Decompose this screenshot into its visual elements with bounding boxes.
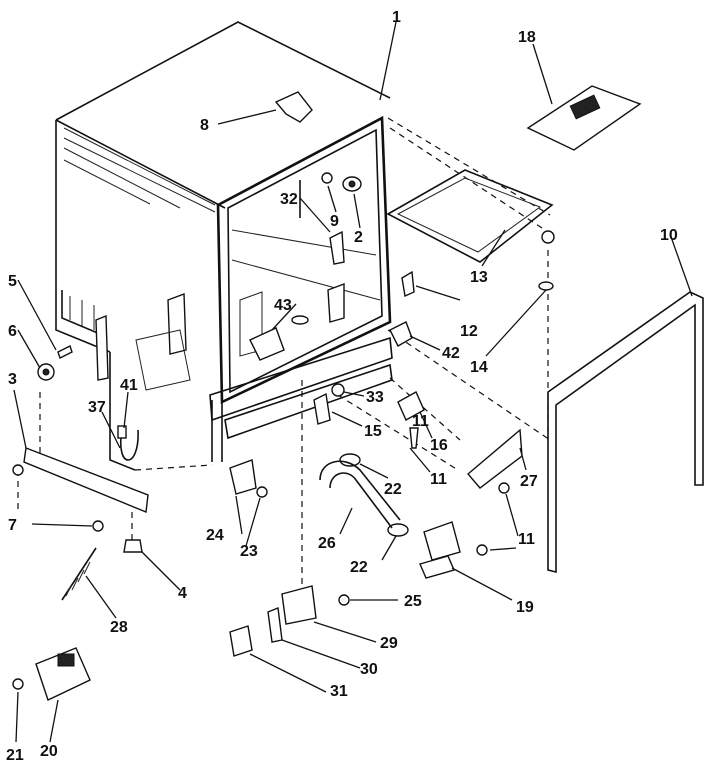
part-label-11b: 11 [518, 531, 535, 548]
part-label-11c: 11 [412, 413, 429, 430]
part-label-37: 37 [88, 399, 106, 416]
part-label-25: 25 [404, 593, 422, 610]
part-label-8: 8 [200, 117, 209, 134]
part-label-1: 1 [392, 9, 401, 26]
part-label-11a: 11 [430, 471, 447, 488]
part-label-24: 24 [206, 527, 224, 544]
part-label-16: 16 [430, 437, 448, 454]
part-labels: 1 2 3 4 5 6 7 8 9 10 11 11 11 12 13 14 1… [6, 9, 678, 764]
part-label-15: 15 [364, 423, 382, 440]
part-label-6: 6 [8, 323, 17, 340]
part-label-26: 26 [318, 535, 336, 552]
part-label-7: 7 [8, 517, 17, 534]
part-label-22b: 22 [350, 559, 368, 576]
part-label-14: 14 [470, 359, 488, 376]
part-label-2: 2 [354, 229, 363, 246]
part-label-21: 21 [6, 747, 24, 764]
part-label-31: 31 [330, 683, 348, 700]
insulation-pad [386, 169, 554, 263]
door-frame [209, 115, 393, 462]
part-label-43: 43 [274, 297, 292, 314]
part-label-30: 30 [360, 661, 378, 678]
part-label-29: 29 [380, 635, 398, 652]
part-label-4: 4 [178, 585, 187, 602]
part-label-13: 13 [470, 269, 488, 286]
part-label-22a: 22 [384, 481, 402, 498]
part-label-27: 27 [520, 473, 538, 490]
part-label-18: 18 [518, 29, 536, 46]
part-label-33: 33 [366, 389, 384, 406]
part-label-23: 23 [240, 543, 258, 560]
part-label-20: 20 [40, 743, 58, 760]
part-label-19: 19 [516, 599, 534, 616]
part-label-12: 12 [460, 323, 478, 340]
small-parts [12, 85, 642, 701]
part-label-41: 41 [120, 377, 138, 394]
part-label-32: 32 [280, 191, 298, 208]
part-label-28: 28 [110, 619, 128, 636]
part-label-3: 3 [8, 371, 17, 388]
side-rail [547, 291, 704, 574]
part-label-10: 10 [660, 227, 678, 244]
part-label-9: 9 [330, 213, 339, 230]
part-label-42: 42 [442, 345, 460, 362]
leader-lines [13, 21, 693, 743]
part-label-5: 5 [8, 273, 17, 290]
tub-cabinet [55, 21, 391, 471]
